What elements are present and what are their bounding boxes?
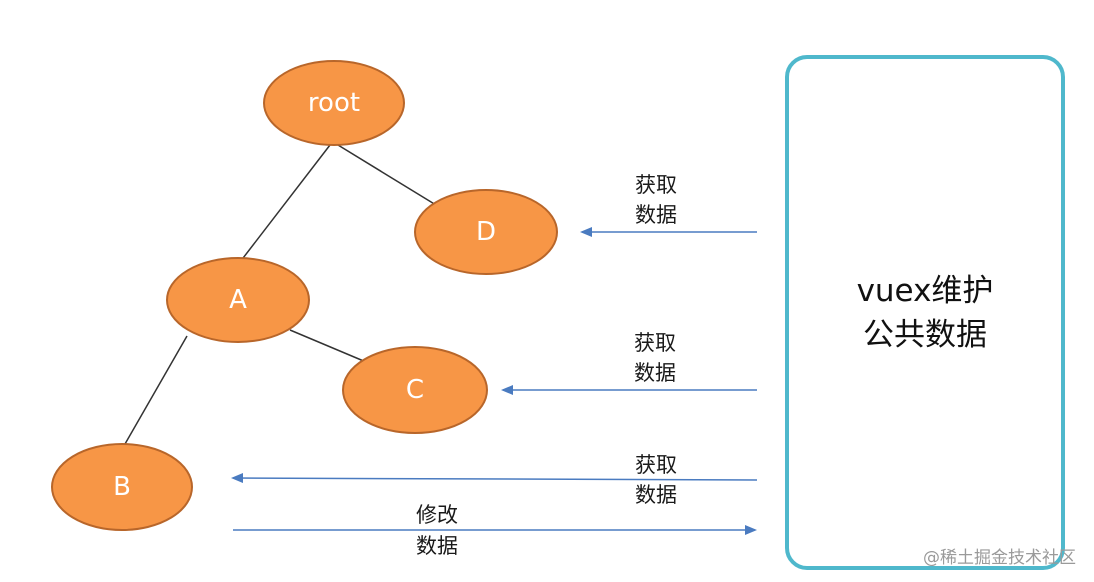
arrow-get-b-label-line2: 数据	[635, 483, 677, 507]
edge-a-b	[124, 335, 188, 445]
arrow-modify-b-label-line2: 数据	[416, 534, 458, 558]
node-b-label: B	[113, 472, 131, 502]
watermark: @稀土掘金技术社区	[923, 548, 1076, 568]
arrow-get-c-label-line1: 获取	[634, 331, 676, 355]
store-label-line1: vuex维护	[856, 272, 994, 309]
arrow-get-d-label-line2: 数据	[635, 203, 677, 227]
node-b: B	[51, 443, 193, 531]
node-c-label: C	[406, 375, 424, 405]
edge-root-d	[337, 144, 437, 206]
edge-a-c	[289, 329, 367, 363]
arrow-get-c-label-line2: 数据	[634, 361, 676, 385]
arrow-get-b	[231, 473, 758, 484]
node-a: A	[166, 257, 310, 343]
node-d-label: D	[476, 217, 496, 247]
node-d: D	[414, 189, 558, 275]
arrow-get-d-label-line1: 获取	[635, 173, 677, 197]
node-root-label: root	[308, 88, 360, 118]
node-root: root	[263, 60, 405, 146]
vuex-store-box: vuex维护 公共数据	[785, 55, 1065, 570]
node-c: C	[342, 346, 488, 434]
arrow-get-b-label-line1: 获取	[635, 453, 677, 477]
store-label-line2: 公共数据	[863, 316, 987, 353]
arrow-modify-b-label-line1: 修改	[416, 503, 458, 527]
node-a-label: A	[229, 285, 247, 315]
edge-root-a	[239, 144, 331, 263]
